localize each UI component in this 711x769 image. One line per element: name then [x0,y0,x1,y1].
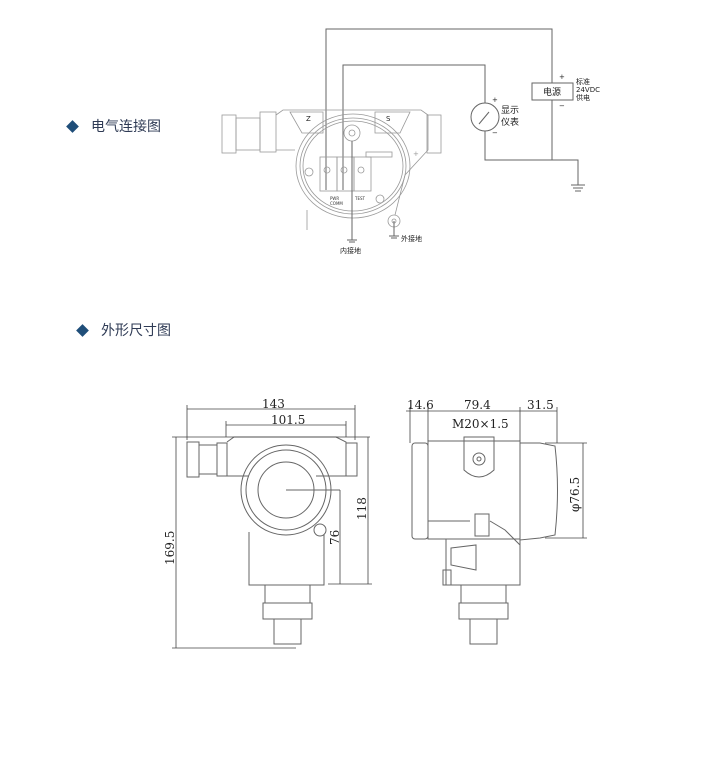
power-note: 24VDC [576,86,600,94]
section-title: 电气连接图 [91,119,161,135]
dim-height-center: 76 [328,530,342,545]
dim-height-total: 169.5 [163,531,177,565]
ground-symbol-icon [389,235,399,239]
side-label-s: S [386,115,391,123]
dim-side-middle: 79.4 [464,398,491,412]
meter-label: 仪表 [501,116,519,128]
ground-symbol-icon [347,239,357,243]
dim-width-body: 101.5 [271,413,305,427]
section-heading-dimensions: 外形尺寸图 [76,320,171,340]
meter-label: 显示 [501,105,519,116]
power-label: 电源 [543,86,561,98]
meter-plus: + [492,96,498,104]
front-dimension-lines [172,405,372,649]
svg-text:+: + [413,150,419,158]
outer-ground-label: 外接地 [401,234,422,243]
side-label-z: Z [306,115,311,123]
dim-height-housing: 118 [355,497,369,520]
side-dimension-lines [406,407,587,539]
terminal-label: TEST [354,196,366,201]
inner-ground-label: 内接地 [340,246,361,255]
power-plus: + [559,73,565,81]
dim-thread: M20×1.5 [452,417,509,431]
power-supply-box [531,82,574,101]
transmitter-housing-top: + [221,109,442,230]
dim-side-left: 14.6 [407,398,434,412]
power-note: 供电 [576,93,590,102]
wire-inner [342,64,486,190]
dim-diameter: φ76.5 [568,477,582,512]
ground-symbol-icon [571,184,585,192]
dim-side-right: 31.5 [527,398,554,412]
wire-return [484,131,579,185]
front-view-drawing [186,436,358,645]
terminal-label: PWR [330,196,339,201]
power-note: 标准 [576,77,590,86]
section-heading-wiring: 电气连接图 [66,116,161,136]
wiring-diagram: 电源 + − 标准 24VDC 供电 显示 仪表 + − [221,28,600,255]
section-title: 外形尺寸图 [101,323,171,339]
terminal-label: COMM [330,201,343,206]
dim-width-total: 143 [262,397,285,411]
side-view-drawing [411,436,558,645]
meter-minus: − [492,129,498,137]
power-minus: − [559,102,565,110]
